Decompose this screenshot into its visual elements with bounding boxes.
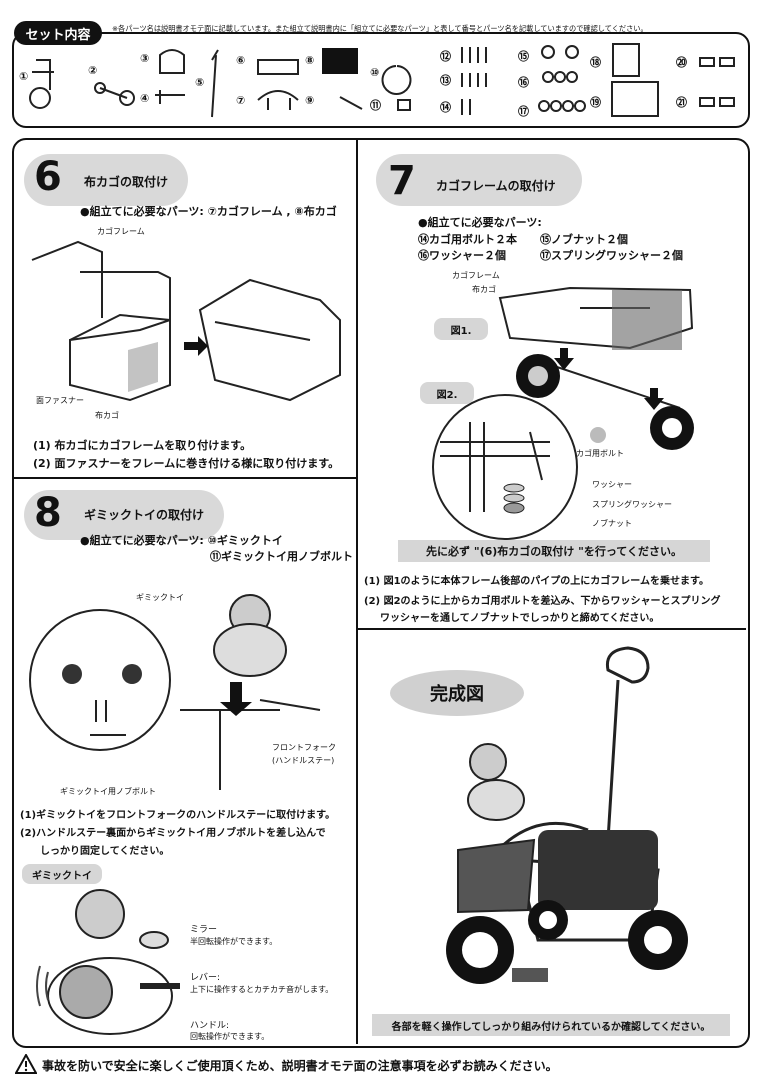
step7-part-4: ⑰スプリングワッシャー２個 [540,249,683,262]
step7-detail-circle [432,394,578,540]
part-number-5: ⑤ [195,76,205,89]
step6-parts-needed: ●組立てに必要なパーツ: ⑦カゴフレーム , ⑧布カゴ [80,205,337,218]
part-number-10: ⑩ [370,66,380,79]
step7-label-knob: ノブナット [592,519,632,528]
part-number-4: ④ [140,92,150,105]
step7-fig1-label: 図1. [434,318,488,340]
part-number-1: ① [19,70,29,83]
step7-part-2: ⑮ノブナット２個 [540,233,628,246]
step7-bolt-swatch [590,427,606,443]
step6-instruction-2: (2) 面ファスナーをフレームに巻き付ける様に取り付けます。 [33,457,340,470]
step7-part-1: ⑭カゴ用ボルト２本 [418,233,517,246]
step8-bubble [24,490,224,540]
step6-illustration [31,240,341,402]
step8-label-gimmick: ギミックトイ [136,593,184,602]
step8-title: ギミックトイの取付け [84,508,205,522]
step7-instruction-3: ワッシャーを通してノブナットでしっかりと締めてください。 [380,613,660,624]
step7-label-bolt: カゴ用ボルト [576,449,624,458]
feature-handle-desc: 回転操作ができます。 [190,1032,270,1041]
part-number-18: ⑱ [590,56,601,69]
step6-title: 布カゴの取付け [84,175,169,189]
step7-parts-label: ●組立てに必要なパーツ: [418,216,542,229]
step7-title: カゴフレームの取付け [436,179,556,193]
step8-parts-needed-2: ⑪ギミックトイ用ノブボルト [210,550,353,563]
main-panel [12,138,750,1048]
step8-illustration [29,594,321,790]
step7-bubble [376,154,582,206]
step7-number: 7 [388,158,416,204]
part-number-16: ⑯ [518,76,529,89]
part-number-13: ⑬ [440,74,451,87]
step7-label-spring: スプリングワッシャー [592,500,672,509]
part-number-21: ㉑ [676,96,687,109]
complete-check: 各部を軽く操作してしっかり組み付けられているか確認してください。 [372,1014,730,1036]
divider-vertical [356,140,358,1044]
parts-title: セット内容 [14,21,102,45]
step6-number: 6 [34,154,62,200]
warning-icon [14,1052,38,1078]
step8-label-stay: (ハンドルステー) [272,756,335,765]
step6-label-fastener: 面ファスナー [36,396,84,405]
step7-part-3: ⑯ワッシャー２個 [418,249,506,262]
step7-instruction-1: (1) 図1のように本体フレーム後部のパイプの上にカゴフレームを乗せます。 [364,576,709,587]
step7-notice: 先に必ず "(6)布カゴの取付け "を行ってください。 [398,540,710,562]
part-number-8: ⑧ [305,54,315,67]
feature-mirror-name: ミラー [190,925,218,935]
feature-lever-desc: 上下に操作するとカチカチ音がします。 [190,985,334,994]
step8-label-knob-bolt: ギミックトイ用ノブボルト [60,787,156,796]
step6-label-basket: 布カゴ [95,411,119,420]
part-number-7: ⑦ [236,94,246,107]
step7-illustration [498,286,694,450]
part-number-20: ⑳ [676,56,687,69]
gimmick-tag: ギミックトイ [22,864,102,884]
feature-mirror-desc: 半回転操作ができます。 [190,937,278,946]
gimmick-detail-illustration [36,889,180,1035]
part-number-11: ⑪ [370,99,381,112]
divider-right [358,628,746,630]
complete-title: 完成図 [390,670,524,716]
step8-parts-needed: ●組立てに必要なパーツ: ⑩ギミックトイ [80,534,283,547]
step7-fig2-label: 図2. [420,382,474,404]
step7-label-frame: カゴフレーム [452,271,500,280]
step8-number: 8 [34,490,62,536]
feature-handle-name: ハンドル: [190,1021,230,1031]
part-number-15: ⑮ [518,50,529,63]
step6-instruction-1: (1) 布カゴにカゴフレームを取り付けます。 [33,439,252,452]
part-number-19: ⑲ [590,96,601,109]
step8-instruction-3: しっかり固定してください。 [40,846,170,857]
step7-label-washer: ワッシャー [592,480,632,489]
footer-warning: 事故を防いで安全に楽しくご使用頂くため、説明書オモテ面の注意事項を必ずお読みくだ… [42,1059,558,1073]
parts-panel [12,32,750,128]
part-number-3: ③ [140,52,150,65]
part-number-14: ⑭ [440,101,451,114]
part-number-9: ⑨ [305,94,315,107]
step7-label-basket: 布カゴ [472,285,496,294]
step8-instruction-1: (1)ギミックトイをフロントフォークのハンドルステーに取付けます。 [20,810,336,821]
part-number-17: ⑰ [518,105,529,118]
part-number-6: ⑥ [236,54,246,67]
step6-label-frame: カゴフレーム [97,227,145,236]
part-number-12: ⑫ [440,50,451,63]
step6-bubble [24,154,188,206]
step8-instruction-2: (2)ハンドルステー裏面からギミックトイ用ノブボルトを差し込んで [20,828,326,839]
feature-lever-name: レバー: [190,973,221,983]
step7-instruction-2: (2) 図2のように上からカゴ用ボルトを差込み、下からワッシャーとスプリング [364,596,721,607]
part-number-2: ② [88,64,98,77]
complete-tricycle-illustration [446,646,688,984]
parts-note: ※各パーツ名は説明書オモテ面に記載しています。また組立て説明書内に「組立てに必要… [112,24,648,33]
parts-illustrations [29,43,735,118]
step8-label-fork: フロントフォーク [272,743,336,752]
divider-left [14,477,356,479]
